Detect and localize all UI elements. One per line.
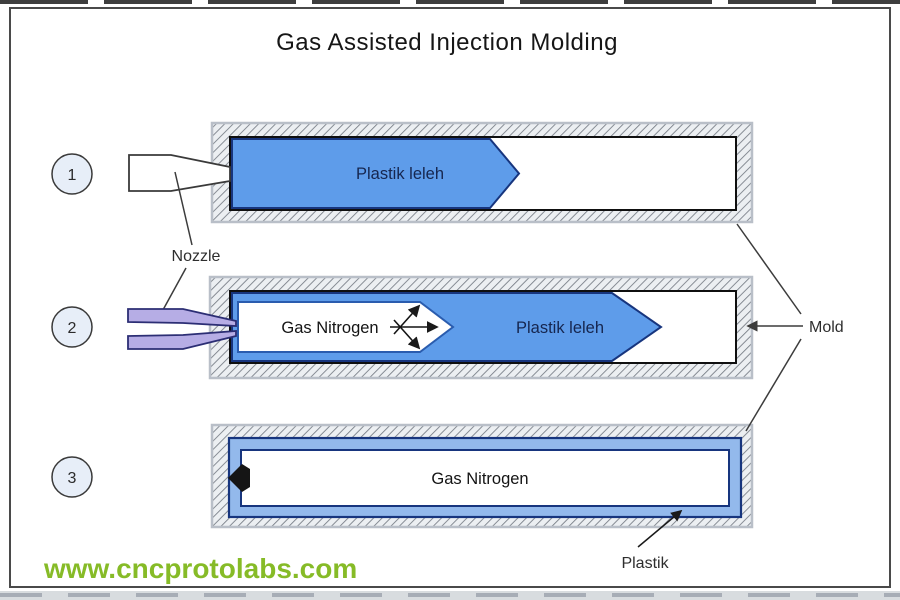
plastic-label-group: Plastik	[621, 509, 683, 572]
stage-3-group: Gas Nitrogen 3	[51, 423, 754, 529]
watermark-url: www.cncprotolabs.com	[43, 553, 357, 584]
stage2-gas-pocket	[237, 301, 455, 353]
stage2-plastic-label: Plastik leleh	[516, 319, 604, 337]
stage2-number: 2	[68, 320, 77, 337]
nozzle-label: Nozzle	[172, 248, 221, 265]
stage1-nozzle	[128, 154, 231, 192]
mold-leader-line-top	[736, 223, 802, 315]
stage3-number: 3	[68, 470, 77, 487]
stage2-nozzle-bottom	[127, 330, 237, 350]
stage1-number: 1	[68, 167, 77, 184]
mold-leader-line-bottom	[745, 338, 802, 432]
gas-flow-arrow-down-icon	[393, 319, 421, 350]
stage2-gas-label: Gas Nitrogen	[281, 319, 378, 337]
stage3-gas-cavity	[240, 449, 730, 507]
diagram-title: Gas Assisted Injection Molding	[276, 29, 618, 56]
stage1-number-badge	[51, 153, 93, 195]
mold-label-group: Mold	[736, 223, 844, 432]
nozzle-leader-line-1	[174, 171, 193, 246]
plastic-leader-arrow	[637, 509, 683, 548]
stage2-number-badge	[51, 306, 93, 348]
stage-2-group: Gas Nitrogen Plastik leleh 2	[51, 275, 754, 380]
stage1-plastic-melt-arrow	[231, 138, 521, 209]
mold-label: Mold	[809, 319, 844, 336]
stage2-nozzle-top	[127, 308, 237, 327]
stage3-number-badge	[51, 456, 93, 498]
stage-1-group: Plastik leleh 1	[51, 121, 754, 224]
plastic-label: Plastik	[621, 555, 669, 572]
gas-flow-arrow-up-icon	[393, 304, 421, 335]
stage3-gas-label: Gas Nitrogen	[431, 470, 528, 488]
stage1-plastic-label: Plastik leleh	[356, 165, 444, 183]
stage3-gas-inlet-plug-icon	[228, 464, 250, 492]
